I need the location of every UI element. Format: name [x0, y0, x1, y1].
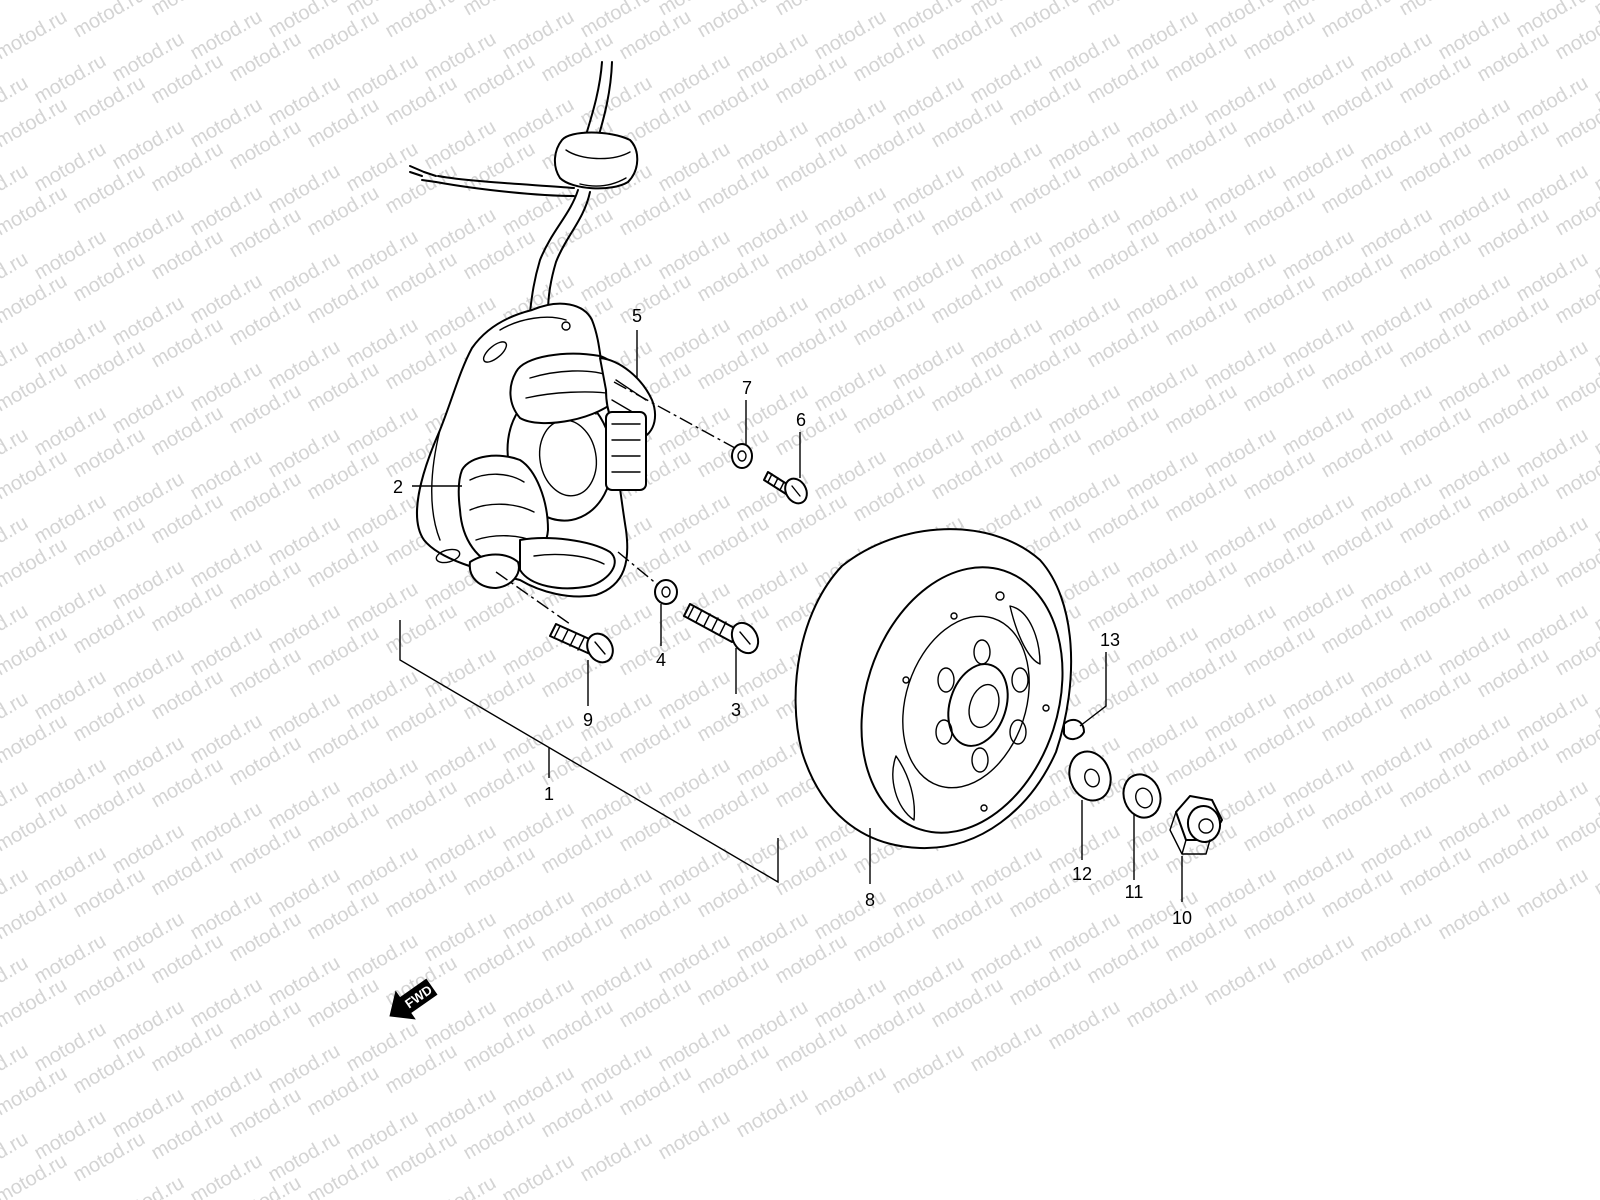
screw-6 [763, 471, 808, 505]
callout-4: 4 [656, 650, 666, 670]
screw-9 [549, 623, 614, 664]
callout-7: 7 [742, 378, 752, 398]
callout-8: 8 [865, 890, 875, 910]
leader-lines [399, 330, 1183, 902]
washer-4 [654, 579, 678, 605]
assembly-guide-lines [495, 381, 736, 625]
nut-10 [1169, 795, 1223, 855]
screw-3 [683, 603, 760, 655]
rotor-flywheel [794, 528, 1073, 850]
callout-1: 1 [544, 784, 554, 804]
lock-washer-7 [731, 443, 753, 469]
callout-6: 6 [796, 410, 806, 430]
washer-12 [1068, 750, 1112, 802]
callout-11: 11 [1125, 882, 1144, 902]
callout-12: 12 [1072, 864, 1092, 884]
woodruff-key-13 [1063, 718, 1085, 740]
lower-coil [457, 454, 616, 590]
callout-5: 5 [632, 306, 642, 326]
lock-washer-11 [1122, 773, 1162, 819]
stator-assembly [409, 61, 657, 598]
callout-2: 2 [393, 477, 403, 497]
upper-coil [509, 352, 657, 491]
callout-labels: 1 2 3 4 5 6 7 8 9 10 11 12 13 [393, 306, 1192, 928]
callout-13: 13 [1100, 630, 1120, 650]
fwd-arrow-icon: FWD [389, 978, 438, 1020]
callout-10: 10 [1172, 908, 1192, 928]
callout-9: 9 [583, 710, 593, 730]
callout-3: 3 [731, 700, 741, 720]
wire-harness [409, 61, 639, 313]
